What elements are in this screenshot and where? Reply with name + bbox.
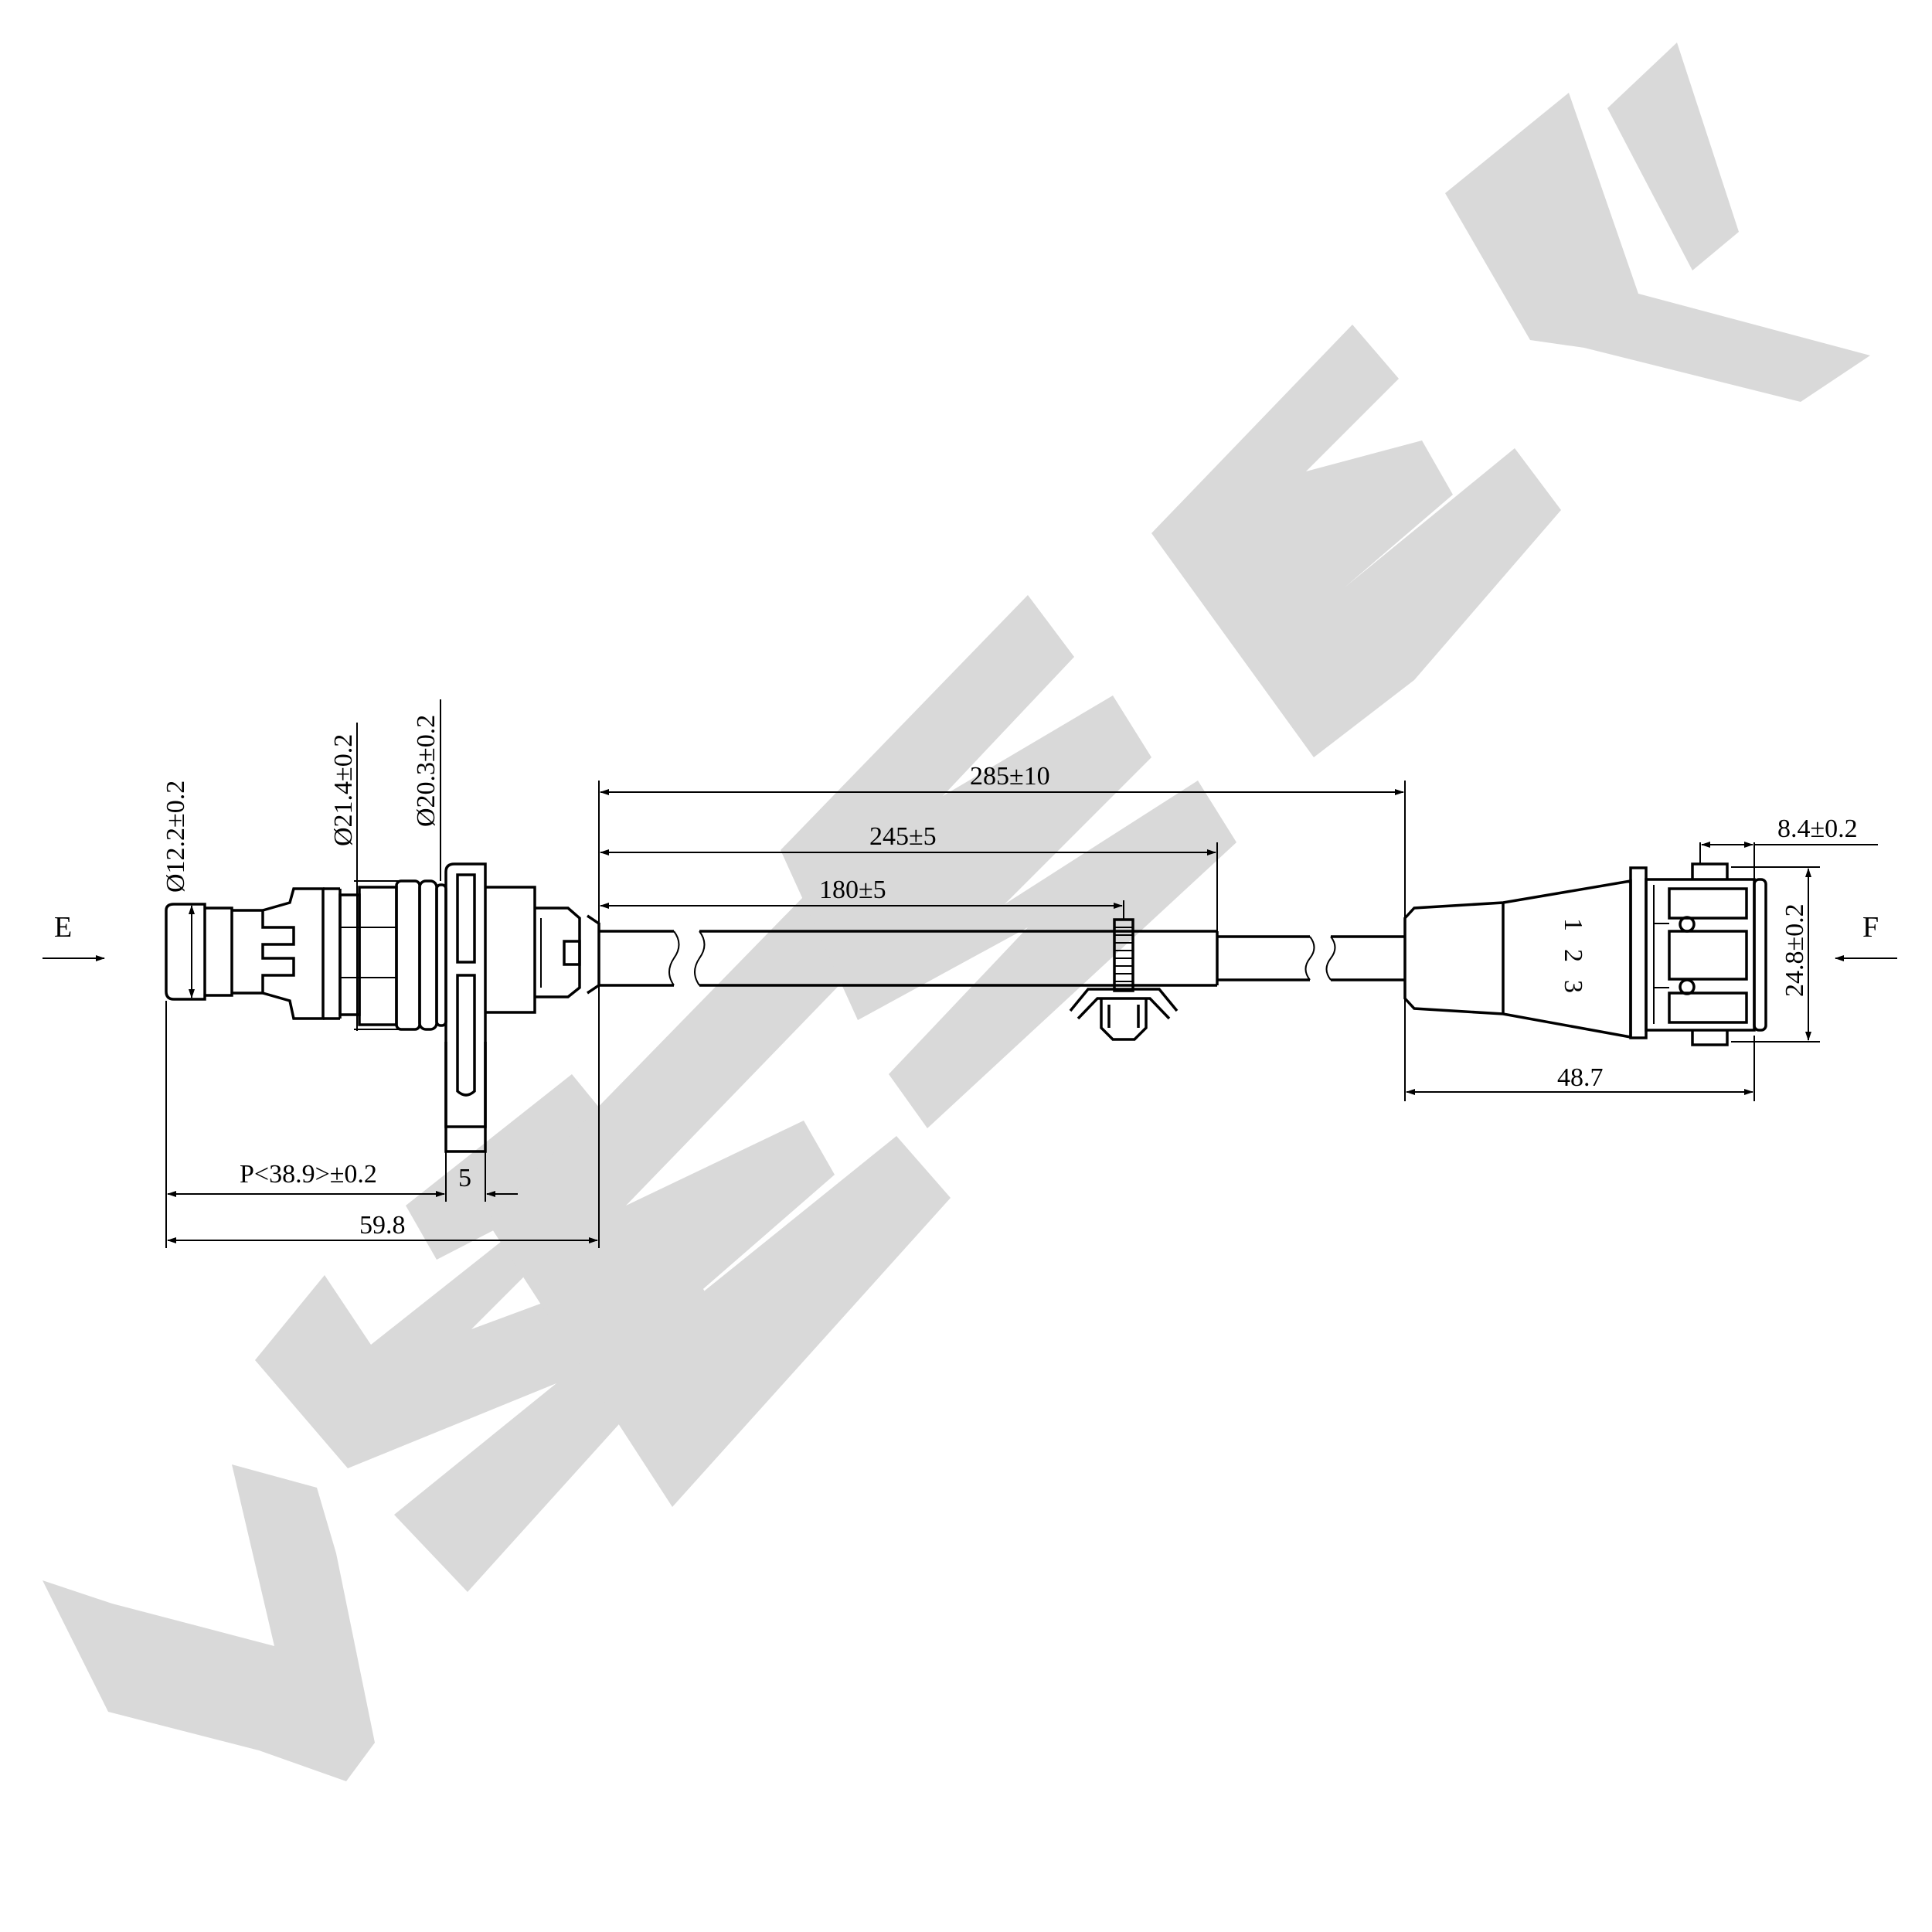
view-label-e: E <box>54 911 72 944</box>
pin-3-label: 3 <box>1559 980 1587 993</box>
dim-285-label: 285±10 <box>970 762 1050 791</box>
dim-dia-12-2-label: Ø12.2±0.2 <box>162 781 190 893</box>
view-arrow-f: F <box>1835 911 1897 961</box>
dim-8-4-label: 8.4±0.2 <box>1777 815 1858 843</box>
dim-180-label: 180±5 <box>819 876 886 904</box>
harness-connector <box>1403 862 1767 1046</box>
dim-48-7-label: 48.7 <box>1557 1063 1604 1092</box>
view-label-f: F <box>1862 911 1879 944</box>
dim-24-8-label: 24.8±0.2 <box>1781 903 1809 997</box>
dim-5-label: 5 <box>458 1164 471 1192</box>
view-arrow-e: E <box>43 911 105 961</box>
dim-p-38-9-label: P<38.9>±0.2 <box>240 1160 377 1189</box>
dim-dia-20-3-label: Ø20.3±0.2 <box>412 715 440 827</box>
dimension-lines <box>165 699 1878 1248</box>
dimension-labels: 285±10 245±5 180±5 Ø12.2±0.2 Ø21.4±0.2 Ø… <box>162 715 1858 1240</box>
dim-dia-21-4-label: Ø21.4±0.2 <box>329 734 358 846</box>
connector-pin-labels: 1 2 3 <box>1559 918 1587 993</box>
dim-59-8-label: 59.8 <box>359 1211 406 1240</box>
cable <box>599 930 1405 987</box>
pin-2-label: 2 <box>1559 949 1587 962</box>
pin-1-label: 1 <box>1559 918 1587 931</box>
dim-245-label: 245±5 <box>869 822 937 851</box>
zenwek-watermark <box>43 43 1870 1781</box>
